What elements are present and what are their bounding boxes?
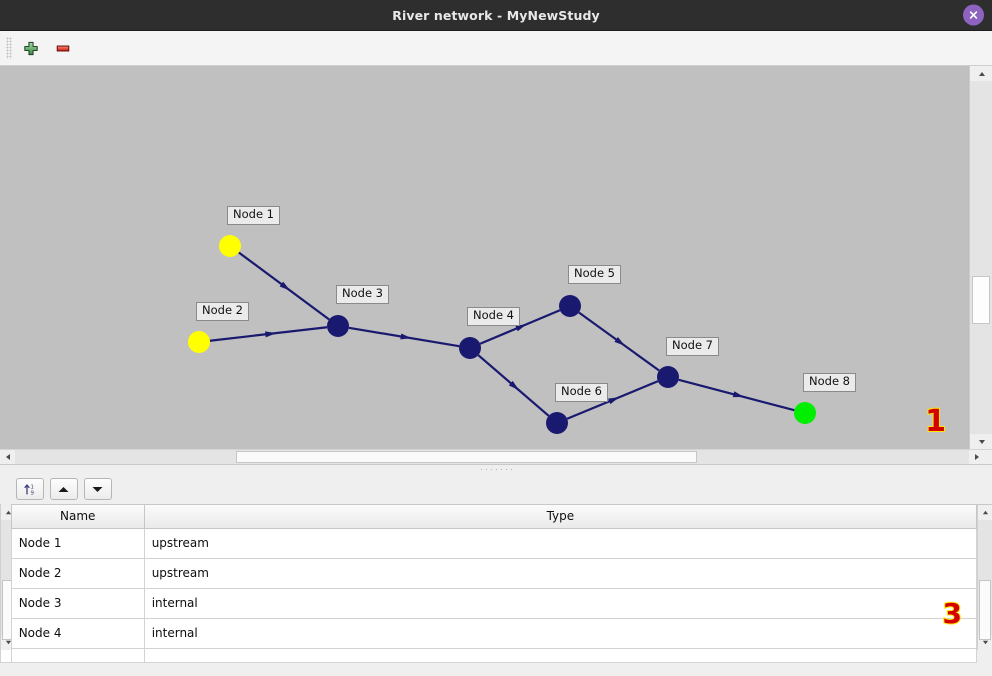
table-cell[interactable]: upstream: [143, 557, 978, 589]
graph-node-label[interactable]: Node 5: [568, 265, 621, 284]
graph-node-label[interactable]: Node 6: [555, 383, 608, 402]
graph-node[interactable]: [559, 295, 581, 317]
vscroll-up-arrow-icon[interactable]: [970, 66, 992, 81]
graph-node-label[interactable]: Node 4: [467, 307, 520, 326]
table-cell[interactable]: Node 3: [10, 587, 145, 619]
graph-node[interactable]: [657, 366, 679, 388]
graph-node[interactable]: [459, 337, 481, 359]
column-header[interactable]: Name: [10, 505, 145, 529]
table-cell[interactable]: internal: [143, 617, 978, 649]
nodes-vscroll-up-arrow-icon[interactable]: [978, 505, 992, 520]
reaches-footer: [0, 650, 1, 676]
graph-node[interactable]: [794, 402, 816, 424]
nodes-vscrollbar[interactable]: [977, 505, 992, 650]
graph-edge-arrow-icon: [732, 391, 745, 398]
graph-edge-arrow-icon: [400, 333, 412, 340]
table-cell[interactable]: upstream: [143, 527, 978, 559]
nodes-toolbar: 1 9: [10, 474, 992, 504]
graph-edge-arrow-icon: [265, 331, 277, 338]
toolbar-grip[interactable]: [6, 37, 12, 59]
graph-edge-arrow-icon: [515, 324, 527, 332]
graph-node-label[interactable]: Node 2: [196, 302, 249, 321]
window-title: River network - MyNewStudy: [392, 7, 600, 23]
graph-vscrollbar[interactable]: [969, 66, 992, 449]
graph-node-label[interactable]: Node 3: [336, 285, 389, 304]
table-row[interactable]: [10, 647, 978, 663]
graph-node-label[interactable]: Node 7: [666, 337, 719, 356]
hscroll-right-arrow-icon[interactable]: [969, 450, 984, 464]
graph-node[interactable]: [546, 412, 568, 434]
graph-panel: Node 1 Node 2 Node 3 Node 4 Node 5 Node 6 Node…: [0, 66, 992, 464]
minus-icon[interactable]: [50, 35, 76, 61]
hscroll-thumb[interactable]: [236, 451, 697, 463]
svg-text:1: 1: [30, 485, 33, 491]
nodes-vscroll-track[interactable]: [978, 520, 992, 640]
hscroll-track[interactable]: [15, 450, 969, 464]
main-toolbar: [0, 31, 992, 66]
graph-node-label[interactable]: Node 8: [803, 373, 856, 392]
splitter-grip: [479, 468, 513, 471]
graph-edge-arrow-icon: [614, 337, 626, 346]
arrow-down-icon[interactable]: [83, 478, 112, 500]
sort-icon[interactable]: 1 9: [15, 478, 44, 500]
svg-text:9: 9: [30, 490, 34, 496]
graph-node-label[interactable]: Node 1: [227, 206, 280, 225]
network-graph-svg: [188, 235, 816, 434]
vscroll-track[interactable]: [970, 81, 992, 434]
table-cell[interactable]: [10, 647, 145, 663]
graph-edge-arrow-icon: [508, 380, 520, 391]
scroll-corner: [969, 449, 992, 464]
table-cell[interactable]: internal: [143, 587, 978, 619]
title-bar: River network - MyNewStudy: [0, 0, 992, 31]
vscroll-down-arrow-icon[interactable]: [970, 434, 992, 449]
vscroll-thumb[interactable]: [972, 276, 990, 324]
graph-node[interactable]: [219, 235, 241, 257]
panel-splitter-horizontal[interactable]: [0, 464, 992, 474]
table-cell[interactable]: Node 1: [10, 527, 145, 559]
column-header[interactable]: Type: [143, 505, 978, 529]
table-cell[interactable]: Node 4: [10, 617, 145, 649]
plus-icon[interactable]: [18, 35, 44, 61]
graph-node[interactable]: [327, 315, 349, 337]
hscroll-left-arrow-icon[interactable]: [0, 450, 15, 464]
table-cell[interactable]: [143, 647, 978, 663]
graph-edge-arrow-icon: [279, 281, 291, 291]
arrow-up-icon[interactable]: [49, 478, 78, 500]
graph-edge-arrow-icon: [608, 397, 620, 405]
network-graph-canvas[interactable]: Node 1 Node 2 Node 3 Node 4 Node 5 Node 6 Node…: [0, 66, 969, 449]
nodes-vscroll-thumb[interactable]: [979, 580, 992, 640]
table-cell[interactable]: Node 2: [10, 557, 145, 589]
graph-node[interactable]: [188, 331, 210, 353]
close-icon[interactable]: [963, 4, 984, 26]
graph-hscrollbar[interactable]: [0, 449, 969, 464]
